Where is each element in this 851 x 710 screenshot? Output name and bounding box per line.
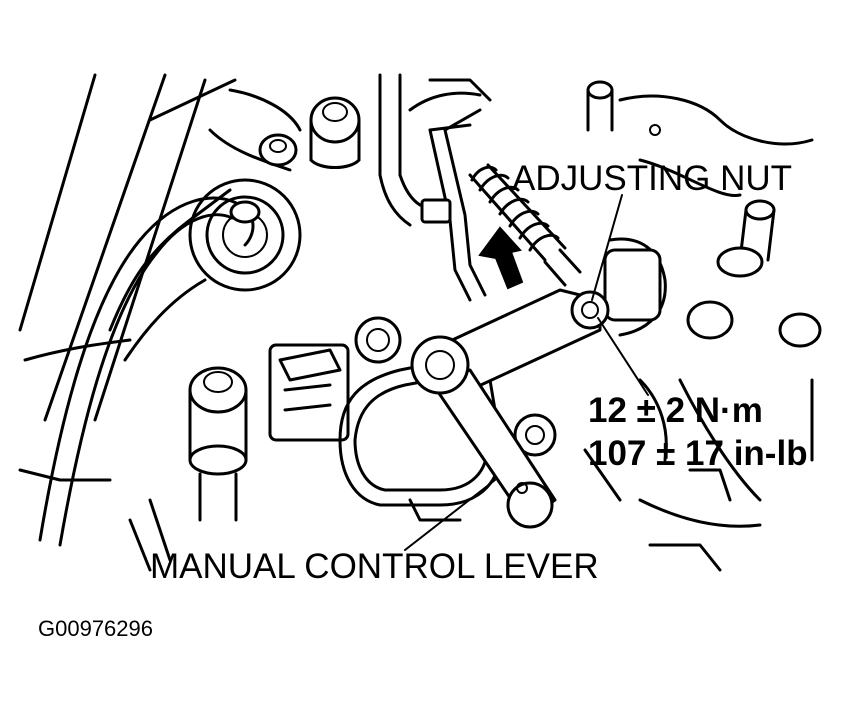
engine-line-art <box>18 73 822 572</box>
torque-imperial-label: 107 ± 17 in-lb <box>588 434 808 473</box>
connector-block <box>268 316 402 442</box>
leader-lines <box>404 194 649 551</box>
manual-control-lever <box>410 288 610 529</box>
adjusting-nut-label: ADJUSTING NUT <box>512 159 792 198</box>
manual-control-lever-label: MANUAL CONTROL LEVER <box>150 547 599 586</box>
cable-boot <box>468 163 582 287</box>
sensor-body <box>338 358 557 507</box>
direction-arrow-icon <box>478 226 524 290</box>
figure-id: G00976296 <box>38 616 153 641</box>
torque-metric-label: 12 ± 2 N·m <box>588 391 763 430</box>
